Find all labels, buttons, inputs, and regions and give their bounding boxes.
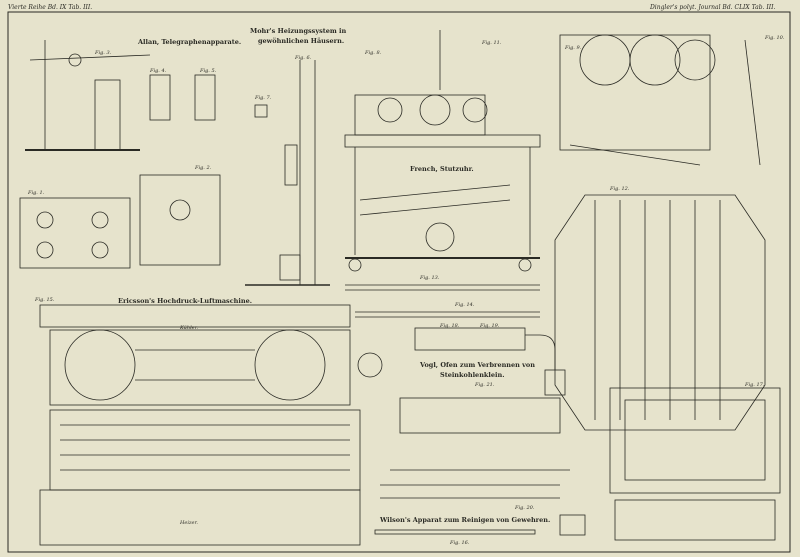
fig-label: Fig. 13. [420,275,440,281]
fig-label: Fig. 15. [35,297,55,303]
air-engine [39,304,383,546]
telegraph-apparatus [19,40,221,269]
title-vogl-1: Vogl, Ofen zum Verbrennen von [420,361,535,369]
label-kuehler: Kühler. [180,325,199,331]
clock [344,30,541,272]
fig-label: Fig. 21. [475,382,495,388]
fig-label: Fig. 4. [150,68,167,74]
heating-system [245,60,330,286]
fig-label: Fig. 1. [28,190,45,196]
fig-label: Fig. 20. [515,505,535,511]
plate-border [7,11,791,553]
fig-label: Fig. 5. [200,68,217,74]
header-right: Dingler's polyt. Journal Bd. CLIX Tab. I… [650,4,776,11]
label-heizer: Heizer. [180,520,198,526]
fig-label: Fig. 18. [440,323,460,329]
title-vogl-2: Steinkohlenklein. [440,371,505,379]
fig-label: Fig. 6. [295,55,312,61]
fig-label: Fig. 16. [450,540,470,546]
fig-label: Fig. 8. [365,50,382,56]
fig-label: Fig. 10. [765,35,785,41]
boiler-coils [554,194,766,431]
title-wilson: Wilson's Apparat zum Reinigen von Gewehr… [380,516,551,524]
gear-mechanism [559,34,761,166]
title-french: French, Stutzuhr. [410,165,474,173]
fig-label: Fig. 19. [480,323,500,329]
title-mohr-1: Mohr's Heizungssystem in [250,27,347,35]
fig-label: Fig. 9. [565,45,582,51]
fig-label: Fig. 14. [455,302,475,308]
fig-label: Fig. 12. [610,186,630,192]
title-mohr-2: gewöhnlichen Häusern. [258,37,345,45]
title-allan: Allan, Telegraphenapparate. [138,38,242,46]
fig-label: Fig. 3. [95,50,112,56]
fig-label: Fig. 11. [482,40,502,46]
title-ericsson: Ericsson's Hochdruck-Luftmaschine. [118,297,252,305]
fig-label: Fig. 7. [255,95,272,101]
fig-label: Fig. 17. [745,382,765,388]
header-left: Vierte Reihe Bd. IX Tab. III. [8,4,93,11]
fig-label: Fig. 2. [195,165,212,171]
